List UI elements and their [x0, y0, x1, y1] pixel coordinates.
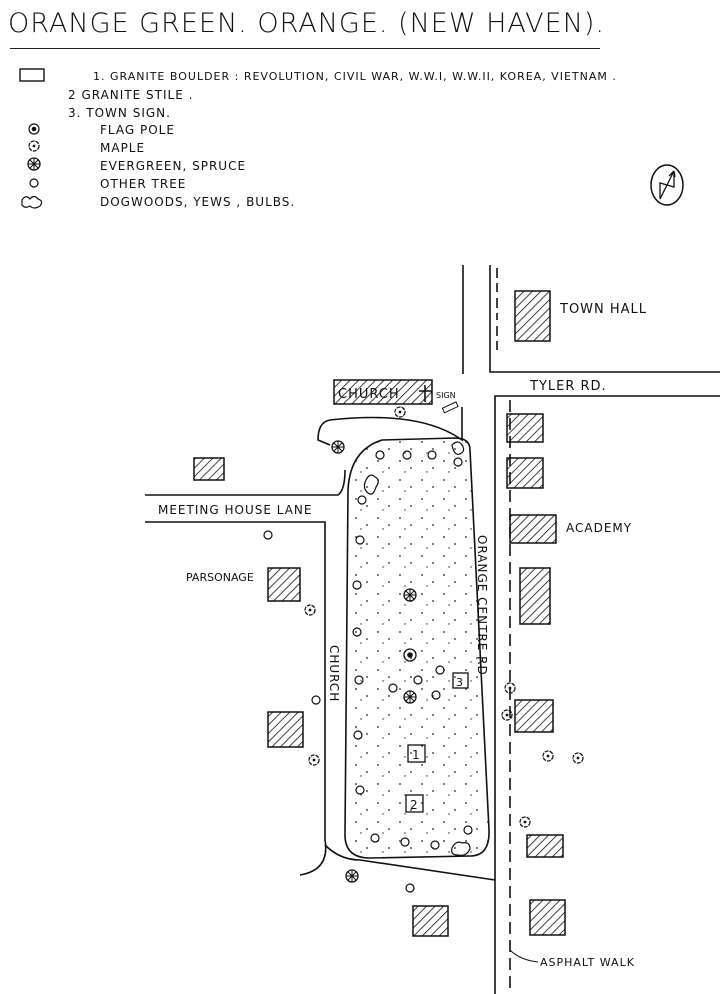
academy-building	[509, 514, 557, 544]
maple-icon	[542, 750, 554, 762]
legend-maple-icon	[28, 140, 40, 152]
legend-evergreen-icon	[27, 157, 41, 171]
church-street-label: CHURCH	[327, 645, 341, 702]
marker-2-label: 2	[410, 798, 418, 812]
marker-2	[405, 794, 424, 813]
meeting-house-lane-label: MEETING HOUSE LANE	[158, 503, 312, 517]
buildings	[193, 290, 566, 937]
ever-icon	[403, 588, 417, 602]
tree-icon	[311, 695, 321, 705]
tree-icon	[405, 883, 415, 893]
legend-other-tree-icon	[29, 178, 39, 188]
marker-1	[407, 744, 426, 763]
town-green	[344, 437, 490, 859]
legend-item-town-sign: 3. TOWN SIGN.	[68, 106, 171, 120]
cross-icon	[419, 385, 432, 402]
town-hall-building	[514, 290, 551, 342]
map-title: ORANGE GREEN. ORANGE. (NEW HAVEN).	[8, 8, 606, 39]
maple-icon	[519, 816, 531, 828]
church-building-label: CHURCH	[338, 387, 400, 402]
sign-label: SIGN	[436, 391, 456, 400]
ever-icon	[331, 440, 345, 454]
marker-3	[452, 672, 469, 689]
tyler-rd-label: TYLER RD.	[529, 379, 607, 394]
church-building	[333, 379, 433, 405]
flag-pole-icon	[403, 648, 417, 662]
parsonage-label: PARSONAGE	[186, 571, 254, 584]
maple-icon	[394, 406, 406, 418]
legend-item-evergreen: EVERGREEN, SPRUCE	[100, 159, 247, 173]
legend-rectangle-icon	[19, 68, 45, 82]
legend-item-stile: 2 GRANITE STILE .	[68, 88, 194, 102]
maple-icon	[308, 754, 320, 766]
legend-shrub-icon	[21, 195, 43, 209]
maple-icon	[572, 752, 584, 764]
north-arrow-icon	[650, 164, 684, 206]
town-sign-icon	[441, 401, 459, 414]
town-hall-label: TOWN HALL	[559, 302, 647, 317]
marker-3-label: 3	[456, 676, 463, 689]
ever-icon	[345, 869, 359, 883]
roads	[145, 265, 720, 994]
maple-icon	[304, 604, 316, 616]
asphalt-walk-label: ASPHALT WALK	[540, 956, 635, 969]
title-underline	[10, 48, 600, 49]
asphalt-walk-pointer	[509, 949, 539, 963]
legend-item-boulder: 1. GRANITE BOULDER : REVOLUTION, CIVIL W…	[93, 70, 617, 83]
marker-1-label: 1	[412, 748, 420, 762]
orange-centre-rd-label: ORANGE CENTRE RD	[475, 535, 489, 676]
legend-flag-pole-icon	[28, 123, 40, 135]
ever-icon	[403, 690, 417, 704]
tree-icon	[263, 530, 273, 540]
legend-item-shrub: DOGWOODS, YEWS , BULBS.	[100, 195, 296, 209]
legend-item-other-tree: OTHER TREE	[100, 177, 187, 191]
legend-item-maple: MAPLE	[100, 141, 146, 155]
parsonage-building	[267, 567, 301, 602]
academy-label: ACADEMY	[566, 521, 632, 535]
legend-item-flag-pole: FLAG POLE	[100, 123, 175, 137]
